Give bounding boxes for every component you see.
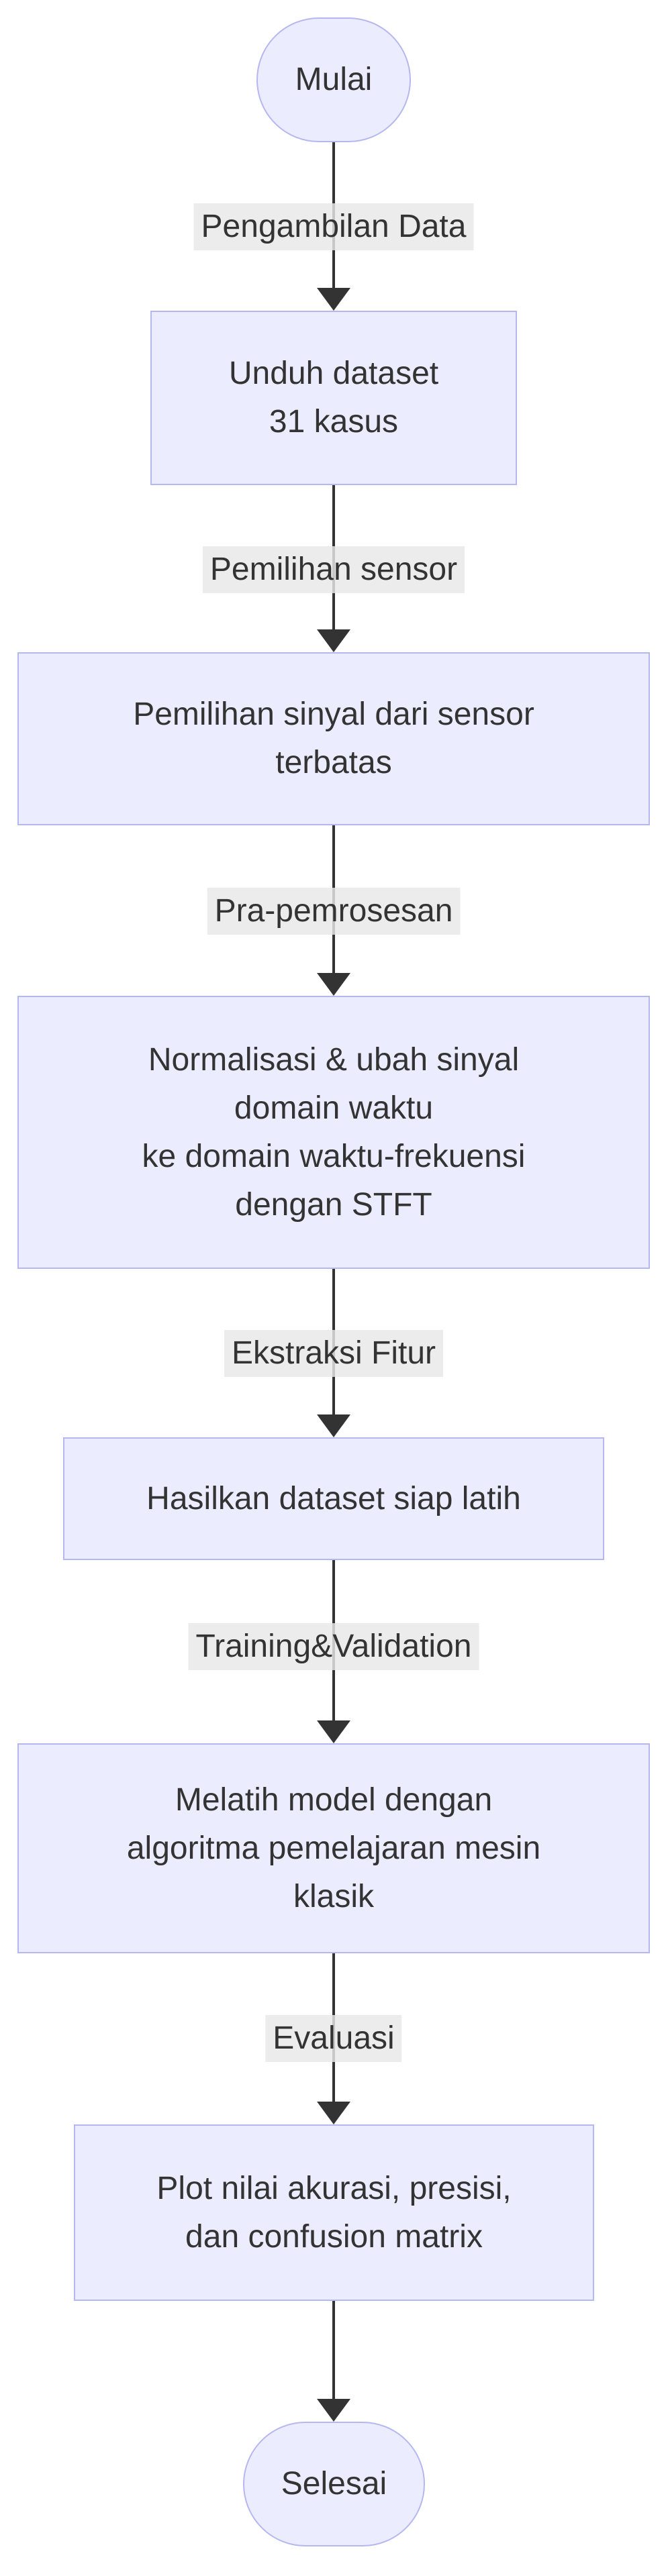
process-node-unduh-dataset: Unduh dataset 31 kasus xyxy=(150,311,517,485)
edge-label-training-validation: Training&Validation xyxy=(188,1623,479,1670)
process-node-hasilkan-dataset: Hasilkan dataset siap latih xyxy=(63,1437,604,1560)
process-node-label: Unduh dataset 31 kasus xyxy=(228,356,439,440)
start-node: Mulai xyxy=(256,17,411,142)
arrowhead-icon xyxy=(317,1720,350,1743)
process-node-label: Pemilihan sinyal dari sensor terbatas xyxy=(133,697,534,780)
end-node: Selesai xyxy=(243,2422,425,2546)
process-node-label: Hasilkan dataset siap latih xyxy=(146,1480,521,1516)
arrowhead-icon xyxy=(317,2399,350,2422)
arrowhead-icon xyxy=(317,1414,350,1437)
edge-label-pengambilan-data: Pengambilan Data xyxy=(193,203,474,250)
process-node-label: Plot nilai akurasi, presisi, dan confusi… xyxy=(156,2170,512,2255)
edge-label-ekstraksi-fitur: Ekstraksi Fitur xyxy=(224,1330,444,1377)
process-node-normalisasi-stft: Normalisasi & ubah sinyal domain waktu k… xyxy=(17,996,650,1269)
end-node-label: Selesai xyxy=(281,2466,387,2502)
arrowhead-icon xyxy=(317,2102,350,2124)
arrowhead-icon xyxy=(317,288,350,311)
process-node-melatih-model: Melatih model dengan algoritma pemelajar… xyxy=(17,1743,650,1953)
edge-label-pra-pemrosesan: Pra-pemrosesan xyxy=(207,888,461,935)
process-node-pemilihan-sinyal: Pemilihan sinyal dari sensor terbatas xyxy=(17,652,650,825)
edge-label-evaluasi: Evaluasi xyxy=(265,2015,402,2062)
edge-label-pemilihan-sensor: Pemilihan sensor xyxy=(202,546,465,593)
process-node-plot-hasil: Plot nilai akurasi, presisi, dan confusi… xyxy=(74,2124,594,2301)
edge-line-step6-to-end xyxy=(332,2301,335,2400)
start-node-label: Mulai xyxy=(295,62,373,97)
process-node-label: Normalisasi & ubah sinyal domain waktu k… xyxy=(142,1041,526,1223)
process-node-label: Melatih model dengan algoritma pemelajar… xyxy=(126,1782,541,1914)
arrowhead-icon xyxy=(317,629,350,652)
arrowhead-icon xyxy=(317,973,350,996)
